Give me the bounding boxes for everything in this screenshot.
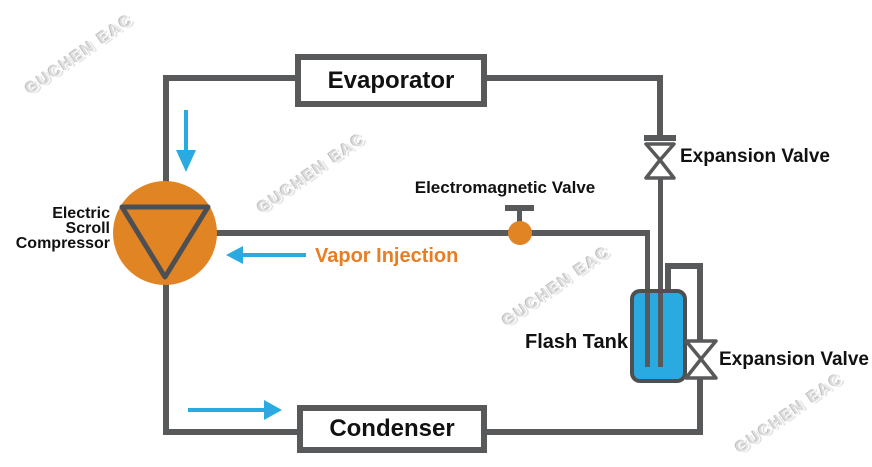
pipe-tank-outlet-riser [665, 263, 671, 295]
compressor-circle [113, 181, 217, 285]
right-arrow-icon [264, 400, 282, 420]
compressor-label-line2: Scroll [65, 220, 110, 237]
flash-tank-label: Flash Tank [525, 331, 628, 353]
watermark-mid-left: GUCHEN EAC [254, 130, 369, 218]
compressor-label: Electric Scroll Compressor [14, 205, 110, 252]
expansion-valve-top-label: Expansion Valve [680, 146, 830, 167]
compressor-label-line1: Electric [52, 205, 110, 222]
condenser-box: Condenser [297, 405, 487, 453]
vapor-injection-label: Vapor Injection [315, 245, 459, 267]
pipe-right-upper-vertical [657, 75, 663, 139]
pipe-tank-outlet-horizontal [665, 263, 703, 269]
flash-tank-inner-tube-left [645, 293, 650, 367]
evaporator-box: Evaporator [295, 54, 487, 107]
flash-tank-inner-tube-right [658, 293, 663, 367]
electromagnetic-valve-stem [517, 208, 522, 228]
right-arrow-line [188, 408, 266, 412]
down-arrow-line [184, 110, 188, 152]
expansion-valve-top-icon [644, 135, 676, 180]
expansion-valve-bottom-label: Expansion Valve [719, 349, 869, 370]
compressor-label-line3: Compressor [15, 235, 110, 252]
pipe-right-lower-upper-seg [697, 263, 703, 344]
evaporator-label: Evaporator [327, 66, 455, 94]
watermark-top-left: GUCHEN EAC [22, 11, 137, 99]
watermark-bottom-right: GUCHEN EAC [732, 370, 847, 458]
left-arrow-icon [226, 246, 243, 264]
pipe-flashtank-liquid-tube [658, 176, 663, 367]
pipe-vapor-injection-line [214, 230, 650, 236]
expansion-valve-bottom-icon [684, 339, 718, 380]
pipe-right-lower-bottom-seg [697, 372, 703, 435]
down-arrow-icon [176, 150, 196, 172]
watermark-center: GUCHEN EAC [499, 243, 614, 331]
compressor-triangle-icon [119, 204, 211, 280]
condenser-label: Condenser [329, 415, 455, 442]
left-arrow-line [240, 253, 306, 257]
electromagnetic-valve-label: Electromagnetic Valve [414, 178, 596, 197]
electromagnetic-valve-icon [508, 221, 532, 245]
